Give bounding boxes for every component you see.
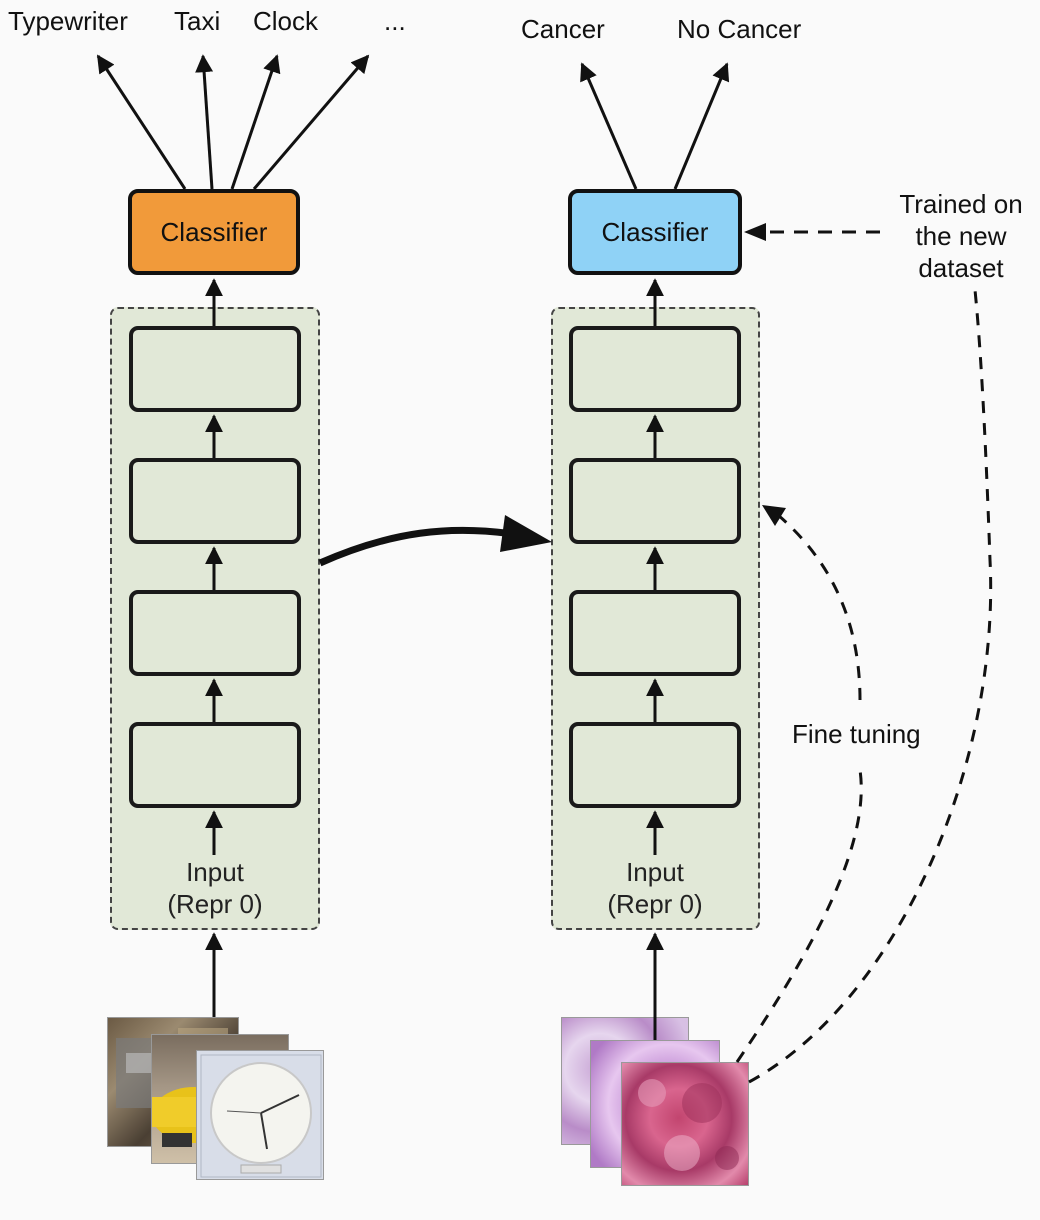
left-input-label-line1: Input <box>186 857 244 887</box>
left-layer-1 <box>129 722 301 808</box>
output-label-clock: Clock <box>253 6 319 36</box>
arrow-to-typewriter <box>96 54 187 190</box>
right-layer-1 <box>569 722 741 808</box>
right-classifier-label: Classifier <box>601 216 709 247</box>
right-input-label-line1: Input <box>626 857 684 887</box>
trained-dashed-arrow-head <box>744 223 766 241</box>
left-classifier-box: Classifier <box>128 189 300 275</box>
left-input-label: Input (Repr 0) <box>140 856 290 920</box>
output-label-no-cancer: No Cancer <box>677 14 802 44</box>
trained-note-line3: dataset <box>918 253 1004 283</box>
right-layer-3 <box>569 458 741 544</box>
output-label-taxi: Taxi <box>174 6 221 36</box>
histology-image-3 <box>621 1062 749 1186</box>
left-layer-3 <box>129 458 301 544</box>
clock-illustration <box>200 1054 322 1178</box>
trained-note-line1: Trained on <box>899 189 1023 219</box>
clock-image <box>196 1050 324 1180</box>
dataset-to-classifier-dashed-curve <box>748 289 993 1084</box>
right-layer-2 <box>569 590 741 676</box>
output-label-cancer: Cancer <box>521 14 605 44</box>
arrow-to-taxi <box>195 54 214 190</box>
fine-tuning-dashed-curve-upper <box>777 513 862 701</box>
arrow-to-cancer <box>580 62 638 190</box>
output-label-typewriter: Typewriter <box>8 6 128 36</box>
arrow-to-ellipsis <box>252 54 370 190</box>
left-classifier-label: Classifier <box>160 216 268 247</box>
left-layer-4 <box>129 326 301 412</box>
transfer-arrow-head <box>500 515 552 552</box>
fine-tuning-dashed-curve-lower <box>735 769 863 1063</box>
trained-note-line2: the new <box>915 221 1007 251</box>
fine-tuning-note: Fine tuning <box>792 719 921 749</box>
arrow-to-clock <box>230 54 281 190</box>
left-input-label-line2: (Repr 0) <box>167 889 263 919</box>
left-layer-2 <box>129 590 301 676</box>
output-label-ellipsis: ... <box>384 6 406 36</box>
right-classifier-box: Classifier <box>568 189 742 275</box>
trained-on-new-dataset-note: Trained on the new dataset <box>883 188 1039 284</box>
histology-texture <box>638 1079 739 1171</box>
arrow-to-no-cancer <box>673 62 730 190</box>
fine-tuning-arrow-head <box>762 505 786 526</box>
right-input-label: Input (Repr 0) <box>580 856 730 920</box>
transfer-arrow <box>318 526 521 567</box>
right-input-label-line2: (Repr 0) <box>607 889 703 919</box>
right-layer-4 <box>569 326 741 412</box>
